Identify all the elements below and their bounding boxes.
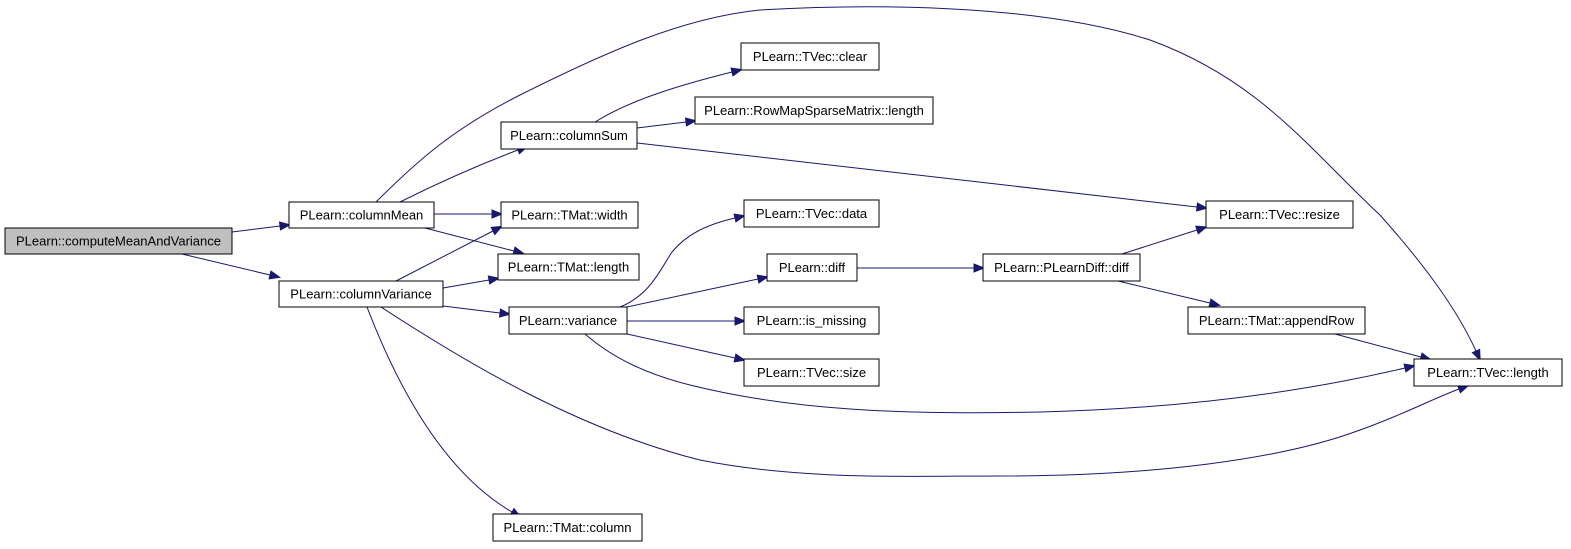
- node-label: PLearn::TVec::length: [1427, 365, 1548, 380]
- edge-computeMeanAndVariance-to-columnMean: [231, 221, 292, 233]
- edge-variance-to-tvec_length: [584, 333, 1417, 414]
- arrowhead: [684, 117, 698, 127]
- edge-tmat_appendRow-to-tvec_length: [1334, 333, 1432, 362]
- arrowhead: [973, 263, 986, 273]
- node-label: PLearn::TVec::clear: [753, 49, 868, 64]
- node-tmat-length[interactable]: PLearn::TMat::length: [497, 253, 640, 281]
- arrowhead: [1195, 225, 1208, 235]
- arrowhead: [1195, 202, 1209, 212]
- arrowhead: [756, 274, 770, 284]
- node-label: PLearn::TMat::width: [511, 207, 627, 222]
- arrowhead: [1403, 363, 1417, 373]
- edge-variance-to-is_missing: [627, 316, 747, 326]
- arrowhead: [268, 270, 282, 280]
- node-tvec-resize[interactable]: PLearn::TVec::resize: [1205, 200, 1354, 229]
- node-label: PLearn::TMat::appendRow: [1199, 313, 1355, 328]
- node-columnMean[interactable]: PLearn::columnMean: [288, 201, 435, 229]
- edge-variance-to-tvec_size: [626, 333, 747, 363]
- node-variance[interactable]: PLearn::variance: [508, 306, 628, 335]
- arrowhead: [1471, 348, 1481, 362]
- node-label: PLearn::TMat::length: [508, 259, 629, 274]
- node-computeMeanAndVariance[interactable]: PLearn::computeMeanAndVariance: [4, 227, 233, 255]
- arrowhead: [733, 353, 747, 363]
- arrowhead: [487, 275, 501, 285]
- node-plearndiff-diff[interactable]: PLearn::PLearnDiff::diff: [982, 253, 1141, 282]
- arrowhead: [498, 308, 512, 318]
- node-tvec-size[interactable]: PLearn::TVec::size: [743, 358, 880, 387]
- node-label: PLearn::RowMapSparseMatrix::length: [704, 103, 924, 118]
- edge-columnVariance-to-tmat_width: [395, 225, 504, 282]
- node-label: PLearn::TMat::column: [504, 520, 632, 535]
- node-label: PLearn::diff: [779, 260, 846, 275]
- node-columnSum[interactable]: PLearn::columnSum: [500, 121, 638, 150]
- node-label: PLearn::columnMean: [300, 207, 424, 222]
- node-diff[interactable]: PLearn::diff: [766, 253, 858, 282]
- node-tmat-appendRow[interactable]: PLearn::TMat::appendRow: [1187, 306, 1366, 335]
- edge-columnVariance-to-tvec_length: [380, 306, 1470, 477]
- edge-variance-to-tvec_data: [619, 213, 747, 308]
- node-columnVariance[interactable]: PLearn::columnVariance: [278, 280, 444, 308]
- arrowhead: [490, 225, 504, 236]
- edge-columnMean-to-tmat_width: [434, 209, 504, 219]
- node-tmat-width[interactable]: PLearn::TMat::width: [500, 201, 639, 229]
- edge-columnVariance-to-variance: [442, 305, 512, 318]
- edge-columnMean-to-tvec_length: [375, 6, 1481, 362]
- edge-columnSum-to-rowmap_length: [636, 117, 698, 129]
- node-label: PLearn::TVec::data: [756, 206, 868, 221]
- node-label: PLearn::computeMeanAndVariance: [16, 233, 221, 248]
- edge-columnVariance-to-tmat_column: [366, 306, 522, 518]
- edge-computeMeanAndVariance-to-columnVariance: [181, 253, 282, 280]
- node-is-missing[interactable]: PLearn::is_missing: [743, 306, 880, 335]
- node-tvec-data[interactable]: PLearn::TVec::data: [743, 199, 880, 228]
- node-tvec-length[interactable]: PLearn::TVec::length: [1413, 358, 1563, 387]
- arrowhead: [730, 67, 744, 77]
- node-label: PLearn::columnVariance: [290, 286, 431, 301]
- node-label: PLearn::variance: [519, 313, 617, 328]
- node-label: PLearn::TVec::size: [757, 365, 866, 380]
- edge-plearndiff_diff-to-tmat_appendRow: [1117, 280, 1222, 308]
- edge-plearndiff_diff-to-tvec_resize: [1121, 225, 1208, 255]
- edge-columnVariance-to-tmat_length: [442, 275, 501, 289]
- node-rowmap-length[interactable]: PLearn::RowMapSparseMatrix::length: [694, 96, 934, 125]
- node-tmat-column[interactable]: PLearn::TMat::column: [492, 513, 643, 542]
- edge-diff-to-plearndiff_diff: [857, 263, 986, 273]
- node-tvec-clear[interactable]: PLearn::TVec::clear: [740, 42, 880, 71]
- arrowhead: [733, 213, 747, 223]
- arrowhead: [1208, 298, 1222, 308]
- arrowhead: [734, 316, 747, 326]
- node-label: PLearn::columnSum: [510, 128, 628, 143]
- arrowhead: [278, 221, 292, 231]
- node-label: PLearn::PLearnDiff::diff: [994, 260, 1129, 275]
- node-label: PLearn::TVec::resize: [1219, 207, 1340, 222]
- arrowhead: [491, 209, 504, 219]
- edge-variance-to-diff: [626, 274, 770, 308]
- edge-columnMean-to-tmat_length: [424, 227, 525, 256]
- edge-columnSum-to-tvec_resize: [636, 142, 1209, 212]
- edge-columnMean-to-columnSum: [399, 145, 529, 203]
- edge-columnSum-to-tvec_clear: [594, 67, 744, 123]
- call-edges: [181, 6, 1481, 518]
- node-label: PLearn::is_missing: [757, 313, 867, 328]
- call-nodes: PLearn::computeMeanAndVariancePLearn::co…: [4, 42, 1563, 542]
